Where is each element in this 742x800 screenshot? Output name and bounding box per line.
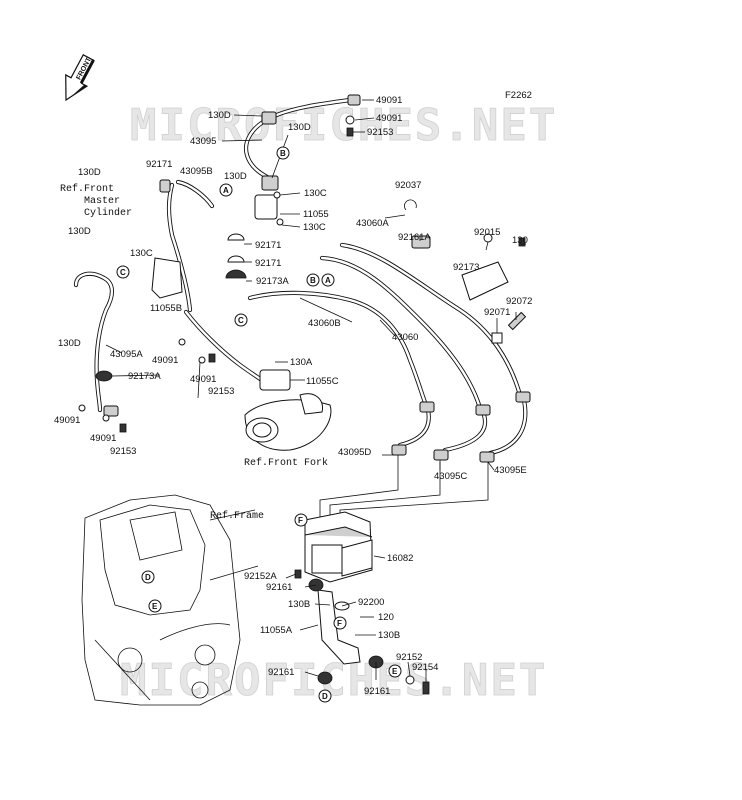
svg-text:D: D	[145, 573, 151, 582]
svg-text:F: F	[298, 516, 303, 525]
part-label: 11055A	[260, 625, 293, 636]
part-label: 92154	[412, 662, 438, 673]
part-label: 92173	[453, 262, 479, 273]
part-label: 130C	[130, 248, 153, 259]
part-label: 130D	[224, 171, 247, 182]
part-label: 43060	[392, 332, 418, 343]
part-label: 92015	[474, 227, 500, 238]
part-label: 11055	[303, 209, 329, 220]
part-label: 92171	[255, 258, 281, 269]
callout-e-bracket: E	[388, 664, 402, 678]
ref-master-line1: Ref.Front	[60, 183, 114, 195]
watermark-bottom: MICROFICHES.NET	[120, 655, 547, 706]
part-label: 49091	[376, 113, 402, 124]
part-label: 92200	[358, 597, 384, 608]
part-label: 130B	[288, 599, 310, 610]
part-label: 92153	[208, 386, 234, 397]
leader-lines	[105, 99, 526, 682]
svg-text:C: C	[120, 268, 126, 277]
part-label: 49091	[376, 95, 402, 106]
part-label: 92153	[367, 127, 393, 138]
svg-text:F: F	[337, 619, 342, 628]
callout-f-bracket: F	[333, 616, 347, 630]
callout-d-bracket: D	[318, 689, 332, 703]
part-label: 130D	[68, 226, 91, 237]
callout-e-frame: E	[148, 599, 162, 613]
reference-labels: Ref.Front Master Cylinder Ref.Front Fork…	[60, 183, 328, 522]
part-label: 43095A	[110, 349, 143, 360]
ref-master-line2: Master	[84, 196, 120, 207]
callout-b-mid: B	[306, 273, 320, 287]
part-label: 92071	[484, 307, 510, 318]
part-label: 130B	[378, 630, 400, 641]
part-label: 92072	[506, 296, 532, 307]
ref-master-line3: Cylinder	[84, 207, 132, 219]
ref-frame: Ref.Frame	[210, 510, 264, 522]
part-label: 130D	[208, 110, 231, 121]
svg-text:A: A	[325, 276, 331, 285]
part-label: 130D	[288, 122, 311, 133]
part-label: 120	[378, 612, 394, 623]
callout-c-mid: C	[234, 313, 248, 327]
callout-f-abs: F	[294, 513, 308, 527]
part-label: 43095C	[434, 471, 467, 482]
part-labels: 49091 130D 49091 130D 92153 43095 92171 …	[54, 95, 532, 697]
svg-text:E: E	[392, 667, 398, 676]
part-label: 92161	[266, 582, 292, 593]
part-label: 11055B	[150, 303, 182, 314]
part-label: 130D	[78, 167, 101, 178]
part-label: 130C	[304, 188, 327, 199]
part-label: 43060A	[356, 218, 389, 229]
part-label: 49091	[190, 374, 216, 385]
diagram-code: F2262	[505, 90, 532, 101]
part-label: 92161	[268, 667, 294, 678]
part-label: 49091	[152, 355, 178, 366]
part-label: 92173A	[256, 276, 289, 287]
callout-d-frame: D	[141, 570, 155, 584]
brake-lines	[73, 97, 528, 520]
part-label: 92161A	[398, 232, 431, 243]
callout-b-top: B	[276, 146, 290, 160]
callout-a-top: A	[219, 183, 233, 197]
part-label: 92152A	[244, 571, 277, 582]
part-shapes	[78, 94, 531, 706]
part-label: 11055C	[306, 376, 339, 387]
part-label: 43095E	[494, 465, 527, 476]
part-label: 92161	[364, 686, 390, 697]
part-label: 43095	[190, 136, 216, 147]
front-direction-badge: FRONT	[65, 53, 95, 102]
part-label: 49091	[90, 433, 116, 444]
svg-text:B: B	[310, 276, 316, 285]
part-label: 92171	[255, 240, 281, 251]
part-label: 92171	[146, 159, 172, 170]
svg-text:A: A	[223, 186, 229, 195]
callout-c-left: C	[116, 265, 130, 279]
part-label: 130D	[58, 338, 81, 349]
svg-text:D: D	[322, 692, 328, 701]
ref-front-fork: Ref.Front Fork	[244, 457, 328, 469]
part-label: 130C	[303, 222, 326, 233]
part-label: 92153	[110, 446, 136, 457]
part-label: 49091	[54, 415, 80, 426]
part-label: 43060B	[308, 318, 341, 329]
part-label: 92173A	[128, 371, 161, 382]
svg-text:C: C	[238, 316, 244, 325]
part-label: 92037	[395, 180, 421, 191]
part-label: 92152	[396, 652, 422, 663]
part-label: 43095B	[180, 166, 213, 177]
svg-text:E: E	[152, 602, 158, 611]
part-label: 130A	[290, 357, 313, 368]
svg-text:B: B	[280, 149, 286, 158]
callout-a-mid: A	[321, 273, 335, 287]
part-label: 16082	[387, 553, 413, 564]
part-label: 130	[512, 235, 528, 246]
callouts: B A C B A C F D E F E D	[116, 146, 402, 703]
watermark-top: MICROFICHES.NET	[130, 100, 557, 151]
part-label: 43095D	[338, 447, 371, 458]
